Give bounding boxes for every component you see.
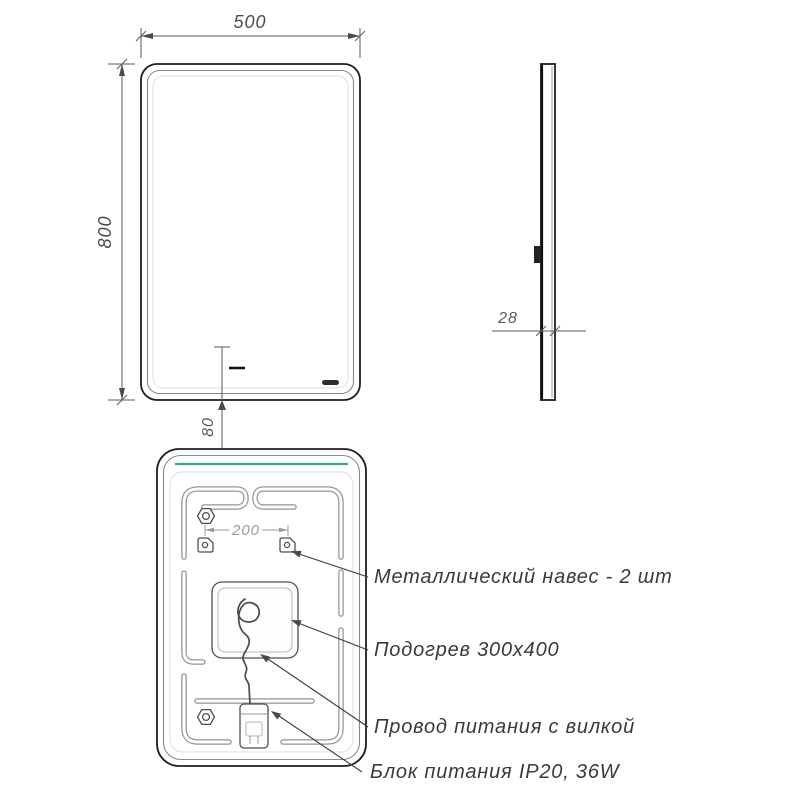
side-hanger-profile: [534, 246, 541, 263]
sensor-offset-value: 80: [200, 417, 217, 437]
callout-heater: Подогрев 300x400: [291, 620, 559, 661]
callout-cord-label: Провод питания с вилкой: [374, 716, 635, 738]
front-view: [140, 63, 361, 401]
mirror-glow-edge: [152, 75, 349, 389]
hanger-spacing-value: 200: [231, 522, 260, 539]
width-dimension: 500: [135, 12, 366, 58]
mirror-outer-edge: [140, 63, 361, 401]
width-dim-value: 500: [233, 12, 266, 32]
brand-logo: [322, 380, 339, 385]
sensor-offset-dimension: 80: [200, 346, 230, 448]
thickness-dimension: 28: [492, 310, 586, 337]
mirror-inner-edge: [146, 69, 355, 395]
callout-cord: Провод питания с вилкой: [260, 654, 635, 738]
callout-heater-label: Подогрев 300x400: [374, 639, 559, 661]
thickness-dim-value: 28: [497, 310, 518, 327]
metal-hanger-left: [197, 537, 214, 553]
back-panel-edge: [169, 471, 354, 753]
power-cord: [237, 598, 260, 705]
metal-hanger-right: [279, 537, 296, 553]
back-view: 200: [156, 448, 367, 767]
hanger-spacing-dimension: 200: [204, 519, 289, 543]
callout-hanger-label: Металлический навес - 2 шт: [374, 566, 673, 588]
callout-power-label: Блок питания IP20, 36W: [370, 761, 621, 783]
height-dim-value: 800: [95, 215, 115, 248]
mounting-bolt-top: [196, 507, 216, 525]
height-dimension: 800: [95, 58, 135, 406]
mounting-bolt-bottom: [196, 708, 216, 726]
power-supply-block: [239, 703, 269, 749]
callout-power: Блок питания IP20, 36W: [271, 711, 621, 783]
back-inner-edge: [162, 454, 361, 761]
callouts: Металлический навес - 2 шт Подогрев 300x…: [260, 550, 673, 783]
callout-hanger: Металлический навес - 2 шт: [291, 550, 673, 588]
side-view: 28: [492, 63, 586, 401]
